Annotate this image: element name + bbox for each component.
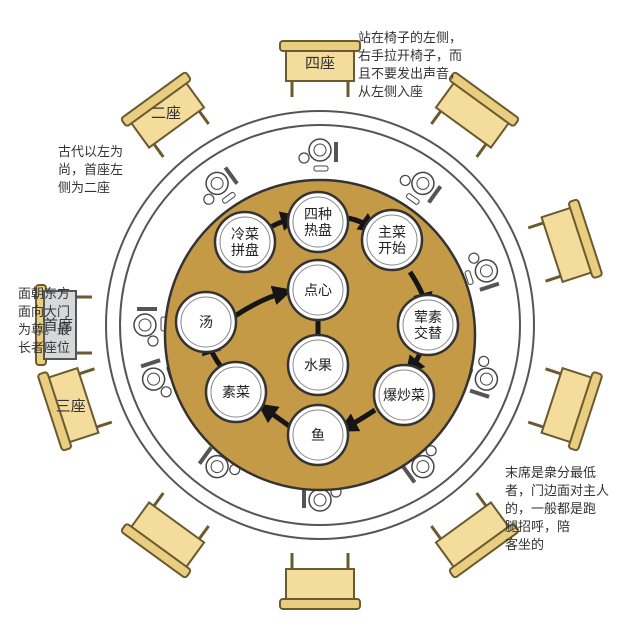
dish-stir-fry: 爆炒菜 [372, 363, 436, 427]
dish-label: 开始 [378, 241, 406, 257]
chair [523, 355, 604, 453]
dish-label: 素菜 [222, 385, 250, 401]
seat-label-second: 二座 [151, 104, 181, 122]
dish-vegetable: 素菜 [204, 360, 268, 424]
dish-label: 拼盘 [231, 242, 259, 259]
dish-label: 水果 [304, 358, 332, 374]
dish-label: 荤素 [414, 310, 442, 326]
dish-label: 冷菜 [231, 227, 259, 243]
dishes: 冷菜拼盘四种热盘主菜开始荤素交替爆炒菜鱼素菜汤点心水果 [174, 190, 460, 467]
chair [278, 551, 362, 611]
note-second-seat: 古代以左为 尚，首座左 侧为二座 [58, 145, 124, 196]
dish-label: 热盘 [304, 222, 332, 239]
dish-label: 四种 [304, 207, 332, 223]
dish-label: 鱼 [311, 427, 325, 444]
seat-label-head: 首席 [43, 316, 73, 334]
note-head-seat: 面朝东方 面向大门 为尊。最 长者座位 [18, 287, 71, 356]
dish-fish: 鱼 [286, 403, 350, 467]
dish-fruit: 水果 [286, 333, 350, 397]
dish-label: 主菜 [378, 225, 406, 241]
seat-label-third: 三座 [56, 397, 86, 415]
chair [523, 197, 604, 295]
dish-label: 交替 [414, 325, 442, 342]
note-enter-seat: 站在椅子的左侧， 右手拉开椅子，而 且不要发出声音， 从左侧入座 [358, 31, 463, 100]
seat-label-fourth: 四座 [305, 54, 335, 72]
dish-label: 点心 [304, 283, 332, 299]
dish-label: 爆炒菜 [383, 388, 425, 404]
dish-soup: 汤 [174, 290, 238, 354]
note-last-seat: 末席是衆分最低 者，门边面对主人 的，一般都是跑 腿招呼，陪 客坐的 [505, 466, 610, 553]
dish-label: 汤 [199, 315, 213, 331]
chair-head [34, 283, 94, 367]
dish-dessert: 点心 [286, 258, 350, 322]
